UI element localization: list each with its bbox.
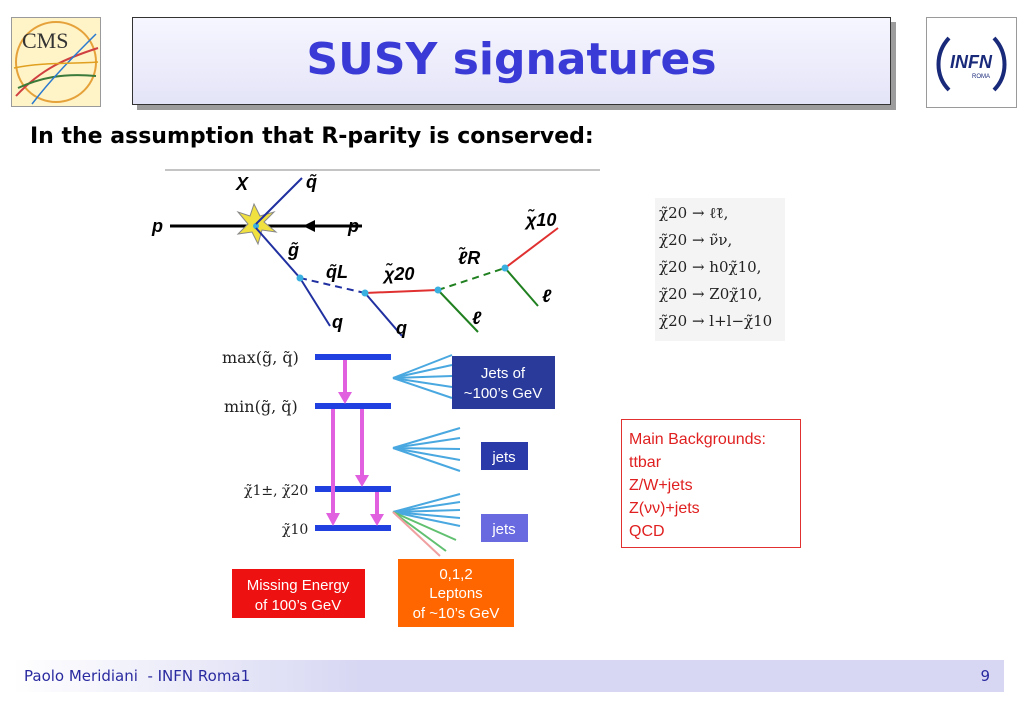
page-number: 9 xyxy=(980,667,990,685)
background-item: ttbar xyxy=(629,454,662,471)
cms-logo-graphic: CMS xyxy=(12,18,100,106)
jet-fan-3 xyxy=(392,493,461,557)
leptons-box xyxy=(398,559,514,627)
background-item: Z(νν)+jets xyxy=(629,500,700,517)
diagram-svg: p p X q̃ g̃ q̃L χ̃20 ℓ̃R χ̃10 q q ℓ ℓ ma… xyxy=(151,169,715,627)
label-p-left: p xyxy=(151,216,163,236)
missing-energy-line2: of 100’s GeV xyxy=(255,597,341,614)
svg-text:CMS: CMS xyxy=(22,28,68,53)
svg-text:ROMA: ROMA xyxy=(972,74,990,80)
leptons-line1: 0,1,2 xyxy=(439,566,472,583)
energy-levels: max(g̃, q̃) min(g̃, q̃) χ̃1±, χ̃20 χ̃10 xyxy=(222,348,391,538)
label-x: X xyxy=(235,174,249,194)
label-lepton-1: ℓ xyxy=(472,308,482,328)
jet-fan-1 xyxy=(392,354,453,399)
level-chi1-label: χ̃10 xyxy=(282,522,308,538)
level-max-label: max(g̃, q̃) xyxy=(222,348,299,367)
backgrounds-heading: Main Backgrounds: xyxy=(629,431,766,448)
label-gluino: g̃ xyxy=(287,240,299,260)
label-squark-l: q̃L xyxy=(326,262,348,282)
label-squark: q̃ xyxy=(306,172,317,192)
susy-diagram: p p X q̃ g̃ q̃L χ̃20 ℓ̃R χ̃10 q q ℓ ℓ ma… xyxy=(140,166,715,640)
jets-box-b-label: jets xyxy=(491,521,515,538)
slide-title: SUSY signatures xyxy=(306,34,717,85)
feynman-diagram: p p X q̃ g̃ q̃L χ̃20 ℓ̃R χ̃10 q q ℓ ℓ xyxy=(151,172,559,338)
decay-row: χ̃20 → h0χ̃10, xyxy=(659,258,762,276)
decay-row: χ̃20 → l+l−χ̃10 xyxy=(659,312,773,330)
jets-box-a-label: jets xyxy=(491,449,515,466)
leptons-line2: Leptons xyxy=(429,585,482,602)
decay-list: χ̃20 → ℓ̃ℓ, χ̃20 → ν̃ν, χ̃20 → h0χ̃10, χ… xyxy=(655,198,785,341)
jets-100-box xyxy=(452,356,555,409)
jets-box-b xyxy=(481,514,528,542)
level-min-label: min(g̃, q̃) xyxy=(224,397,298,416)
missing-energy-box xyxy=(232,569,365,618)
jets-100-line1: Jets of xyxy=(481,365,526,382)
decay-row: χ̃20 → Z0χ̃10, xyxy=(659,285,763,303)
jet-fan-2 xyxy=(392,427,461,472)
footer-bar: Paolo Meridiani - INFN Roma1 9 xyxy=(13,660,1004,692)
title-box: SUSY signatures xyxy=(132,17,891,105)
missing-energy-line1: Missing Energy xyxy=(247,577,350,594)
infn-logo-graphic: INFN ROMA xyxy=(936,36,1007,92)
label-p-right: p xyxy=(347,216,359,236)
backgrounds-box: Main Backgrounds: ttbar Z/W+jets Z(νν)+j… xyxy=(621,419,801,548)
label-chi10: χ̃10 xyxy=(524,208,556,230)
label-quark-1: q xyxy=(332,312,343,332)
background-item: QCD xyxy=(629,523,665,540)
cms-logo: CMS xyxy=(11,17,101,107)
jets-box-a xyxy=(481,442,528,470)
label-slepton-r: ℓ̃R xyxy=(458,246,480,268)
jets-100-line2: ~100’s GeV xyxy=(464,385,543,402)
label-chi20: χ̃20 xyxy=(382,262,414,284)
footer-author: Paolo Meridiani - INFN Roma1 xyxy=(24,667,251,685)
label-quark-2: q xyxy=(396,318,407,338)
decay-row: χ̃20 → ν̃ν, xyxy=(659,231,733,249)
decay-row: χ̃20 → ℓ̃ℓ, xyxy=(659,204,729,222)
level-chi-pm-label: χ̃1±, χ̃20 xyxy=(244,483,308,499)
label-lepton-2: ℓ xyxy=(542,286,552,306)
background-item: Z/W+jets xyxy=(629,477,693,494)
infn-logo: INFN ROMA xyxy=(926,17,1017,108)
leptons-line3: of ~10’s GeV xyxy=(413,605,500,622)
svg-text:INFN: INFN xyxy=(950,52,993,72)
subtitle: In the assumption that R-parity is conse… xyxy=(30,124,594,149)
